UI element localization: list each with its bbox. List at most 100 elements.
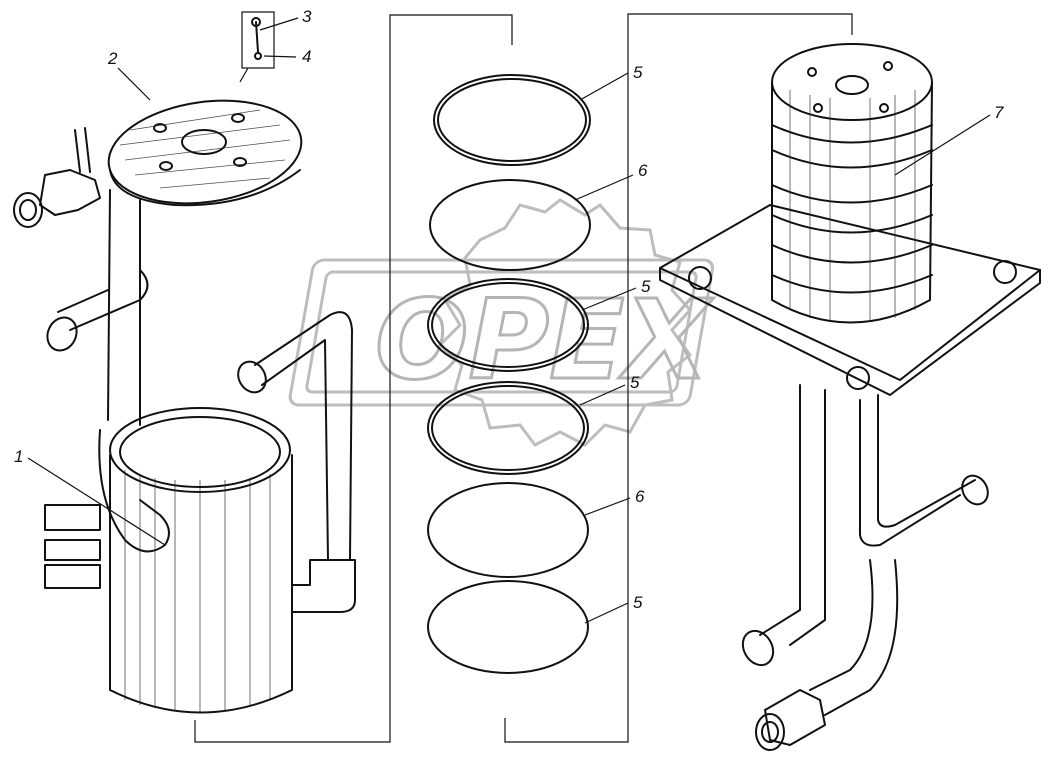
side-bent-pipe bbox=[254, 311, 353, 561]
stack-bolt-hole bbox=[807, 67, 817, 77]
upper-fitting-nipple bbox=[84, 127, 91, 173]
plate-2-center-hole bbox=[181, 129, 227, 155]
bottom-fitting-end bbox=[755, 713, 785, 751]
cylinder-top-rim bbox=[109, 407, 291, 493]
plate-2-bolt-hole bbox=[231, 113, 245, 123]
gasket-ring-6 bbox=[427, 482, 589, 578]
plate-2-bolt-hole bbox=[153, 123, 167, 133]
callout-6: 6 bbox=[635, 487, 645, 506]
callout-6: 6 bbox=[638, 161, 648, 180]
washer-4 bbox=[254, 52, 262, 60]
leader-1 bbox=[27, 457, 166, 546]
stack-bolt-hole bbox=[879, 103, 889, 113]
cylinder-inner-rim bbox=[119, 416, 281, 488]
upper-fitting-nipple bbox=[74, 129, 81, 173]
clamp-1 bbox=[98, 429, 170, 553]
riser-pipe bbox=[107, 189, 141, 426]
left-assembly bbox=[13, 11, 356, 714]
bracket-left bbox=[194, 14, 513, 743]
stack-ring-7 bbox=[771, 149, 933, 169]
cylinder-shading bbox=[124, 470, 271, 712]
clamp-1-bracket bbox=[44, 504, 101, 589]
seal-rings-stack bbox=[427, 74, 591, 674]
pin-3 bbox=[255, 21, 259, 53]
leader-5a bbox=[579, 72, 629, 101]
callout-3: 3 bbox=[302, 7, 312, 26]
seal-ring-5 bbox=[433, 74, 591, 166]
riser-pipe-branch bbox=[57, 269, 149, 331]
side-pipe-lower bbox=[291, 559, 356, 613]
pin-3-leader-to-plate bbox=[239, 67, 249, 83]
lower-pipe-right-end bbox=[961, 474, 989, 506]
seal-ring-5 bbox=[427, 381, 589, 475]
plate-2-bolt-hole bbox=[233, 157, 247, 167]
square-flange-edge bbox=[659, 267, 1041, 396]
plate-2-bolt-hole bbox=[159, 161, 173, 171]
branch-pipe-end bbox=[46, 316, 78, 352]
right-assembly bbox=[659, 43, 1041, 751]
flange-bolt-hole bbox=[688, 266, 712, 290]
lower-pipe-curved bbox=[809, 559, 899, 716]
callout-labels: 1 2 3 4 5 6 5 5 6 5 7 bbox=[14, 7, 1004, 612]
watermark-frame-inner bbox=[305, 270, 698, 394]
leader-3 bbox=[259, 17, 299, 31]
seal-ring-5 bbox=[427, 278, 589, 372]
leader-5b bbox=[581, 287, 637, 311]
plate-2-edge bbox=[109, 169, 301, 207]
stack-shading bbox=[789, 90, 916, 322]
callout-4: 4 bbox=[302, 47, 311, 66]
pin-3-head bbox=[251, 17, 261, 27]
seal-ring-5 bbox=[427, 580, 589, 674]
callout-1: 1 bbox=[14, 447, 23, 466]
callout-5: 5 bbox=[633, 593, 643, 612]
upper-fitting bbox=[39, 169, 101, 216]
flange-bolt-hole bbox=[993, 260, 1017, 284]
bottom-fitting-bore bbox=[761, 721, 779, 743]
pin-3-frame bbox=[241, 11, 275, 69]
lower-pipe-right bbox=[859, 394, 976, 547]
callout-7: 7 bbox=[994, 103, 1004, 122]
assembly-bracket bbox=[194, 13, 853, 743]
stack-ring-7 bbox=[771, 214, 933, 234]
seal-ring-5-inner bbox=[437, 78, 587, 162]
stack-bolt-hole bbox=[813, 103, 823, 113]
stack-ring-7 bbox=[771, 274, 933, 294]
plate-2 bbox=[107, 99, 303, 205]
lower-pipe-left bbox=[759, 384, 826, 646]
lower-pipe-left-end bbox=[741, 629, 775, 667]
plate-2-hatching bbox=[119, 109, 291, 189]
stack-top-hole bbox=[835, 75, 869, 95]
leader-7 bbox=[894, 114, 991, 176]
leader-2 bbox=[117, 67, 151, 101]
leader-5c bbox=[579, 384, 626, 406]
stack-body bbox=[771, 81, 933, 324]
watermark-frame-outer bbox=[288, 258, 715, 407]
watermark: OPEX bbox=[288, 198, 716, 447]
leader-4 bbox=[263, 55, 297, 58]
stack-ring-7 bbox=[771, 124, 933, 144]
watermark-gear-outline bbox=[437, 198, 693, 447]
leader-6b bbox=[584, 497, 631, 516]
gasket-ring-6 bbox=[429, 179, 591, 271]
stack-ring-7 bbox=[771, 184, 933, 204]
stack-top-plate bbox=[771, 43, 933, 121]
stack-ring-7 bbox=[771, 244, 933, 264]
bottom-fitting bbox=[764, 689, 826, 746]
callout-2: 2 bbox=[107, 49, 118, 68]
callout-leaders bbox=[27, 17, 991, 624]
upper-fitting-end bbox=[13, 192, 43, 228]
upper-fitting-bore bbox=[19, 199, 37, 221]
side-bent-pipe-end bbox=[237, 360, 267, 394]
seal-ring-5-inner bbox=[431, 385, 585, 471]
cylinder-wall bbox=[109, 454, 293, 714]
callout-5: 5 bbox=[641, 277, 651, 296]
watermark-text: OPEX bbox=[375, 276, 714, 404]
leader-6a bbox=[574, 174, 634, 201]
callout-5: 5 bbox=[633, 63, 643, 82]
bracket-right bbox=[504, 13, 853, 743]
flange-bolt-hole bbox=[846, 366, 870, 390]
seal-ring-5-inner bbox=[431, 282, 585, 368]
stack-bolt-hole bbox=[883, 61, 893, 71]
